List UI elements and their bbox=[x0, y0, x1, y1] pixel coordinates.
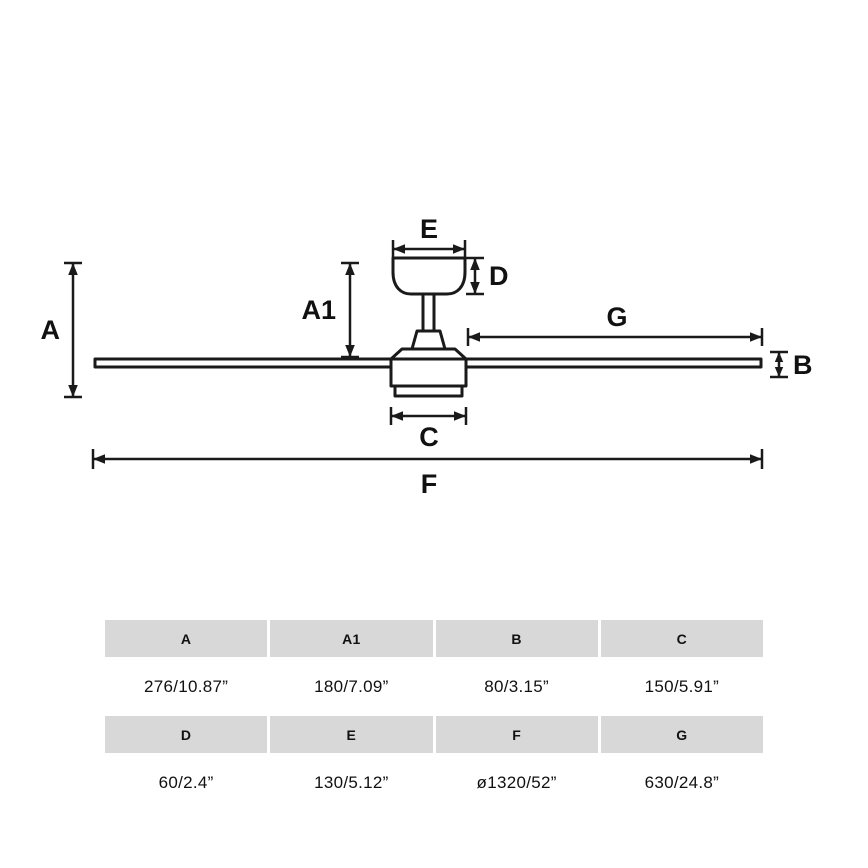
header-cell-c: C bbox=[600, 620, 763, 657]
dim-g: G bbox=[466, 302, 764, 346]
value-cell-d: 60/2.4” bbox=[158, 772, 214, 792]
header-cell-e: E bbox=[270, 716, 433, 753]
dim-b: B bbox=[770, 350, 813, 380]
dim-d: D bbox=[466, 256, 509, 296]
table-header-row-1: A A1 B C bbox=[105, 620, 763, 657]
ceiling-canopy bbox=[391, 256, 467, 296]
header-cell-d: D bbox=[105, 716, 268, 753]
dim-label-g: G bbox=[606, 302, 627, 332]
value-cell-a: 276/10.87” bbox=[143, 676, 229, 696]
table-value-row-1: 276/10.87” 180/7.09” 80/3.15” 150/5.91” bbox=[105, 657, 763, 716]
value-cell-e: 130/5.12” bbox=[314, 772, 389, 792]
value-cell-g: 630/24.8” bbox=[644, 772, 720, 792]
dim-a: A bbox=[41, 261, 82, 399]
fan-blade-left bbox=[93, 357, 393, 369]
dimension-annotations: E D A1 bbox=[41, 214, 813, 499]
dim-c: C bbox=[389, 407, 468, 452]
dim-label-a: A bbox=[41, 315, 61, 345]
dim-label-c: C bbox=[419, 422, 439, 452]
ceiling-fan-drawing bbox=[93, 256, 763, 398]
header-cell-b: B bbox=[435, 620, 598, 657]
header-cell-g: G bbox=[600, 716, 763, 753]
light-kit-ring bbox=[393, 384, 464, 398]
motor-housing bbox=[389, 357, 468, 388]
table-header-row-2: D E F G bbox=[105, 716, 763, 753]
dim-a1: A1 bbox=[301, 261, 359, 359]
dimension-table: A A1 B C 276/10.87” 180/7.09” 80/3.15” 1… bbox=[105, 620, 763, 812]
header-cell-a1: A1 bbox=[270, 620, 433, 657]
value-cell-b: 80/3.15” bbox=[484, 676, 550, 696]
fan-blade-right bbox=[464, 357, 763, 369]
dim-f: F bbox=[91, 449, 764, 499]
value-cell-f: ø1320/52” bbox=[476, 772, 557, 792]
downrod-coupler bbox=[410, 329, 447, 351]
dim-e: E bbox=[391, 214, 467, 258]
dim-label-a1: A1 bbox=[301, 295, 336, 325]
fan-dimension-diagram: E D A1 bbox=[41, 214, 813, 499]
table-value-row-2: 60/2.4” 130/5.12” ø1320/52” 630/24.8” bbox=[105, 753, 763, 812]
value-cell-a1: 180/7.09” bbox=[314, 676, 389, 696]
header-cell-a: A bbox=[105, 620, 268, 657]
downrod bbox=[421, 292, 436, 333]
dim-label-b: B bbox=[793, 350, 813, 380]
dim-label-e: E bbox=[420, 214, 438, 244]
header-cell-f: F bbox=[435, 716, 598, 753]
dim-label-d: D bbox=[489, 261, 509, 291]
dim-label-f: F bbox=[421, 469, 438, 499]
value-cell-c: 150/5.91” bbox=[644, 676, 720, 696]
